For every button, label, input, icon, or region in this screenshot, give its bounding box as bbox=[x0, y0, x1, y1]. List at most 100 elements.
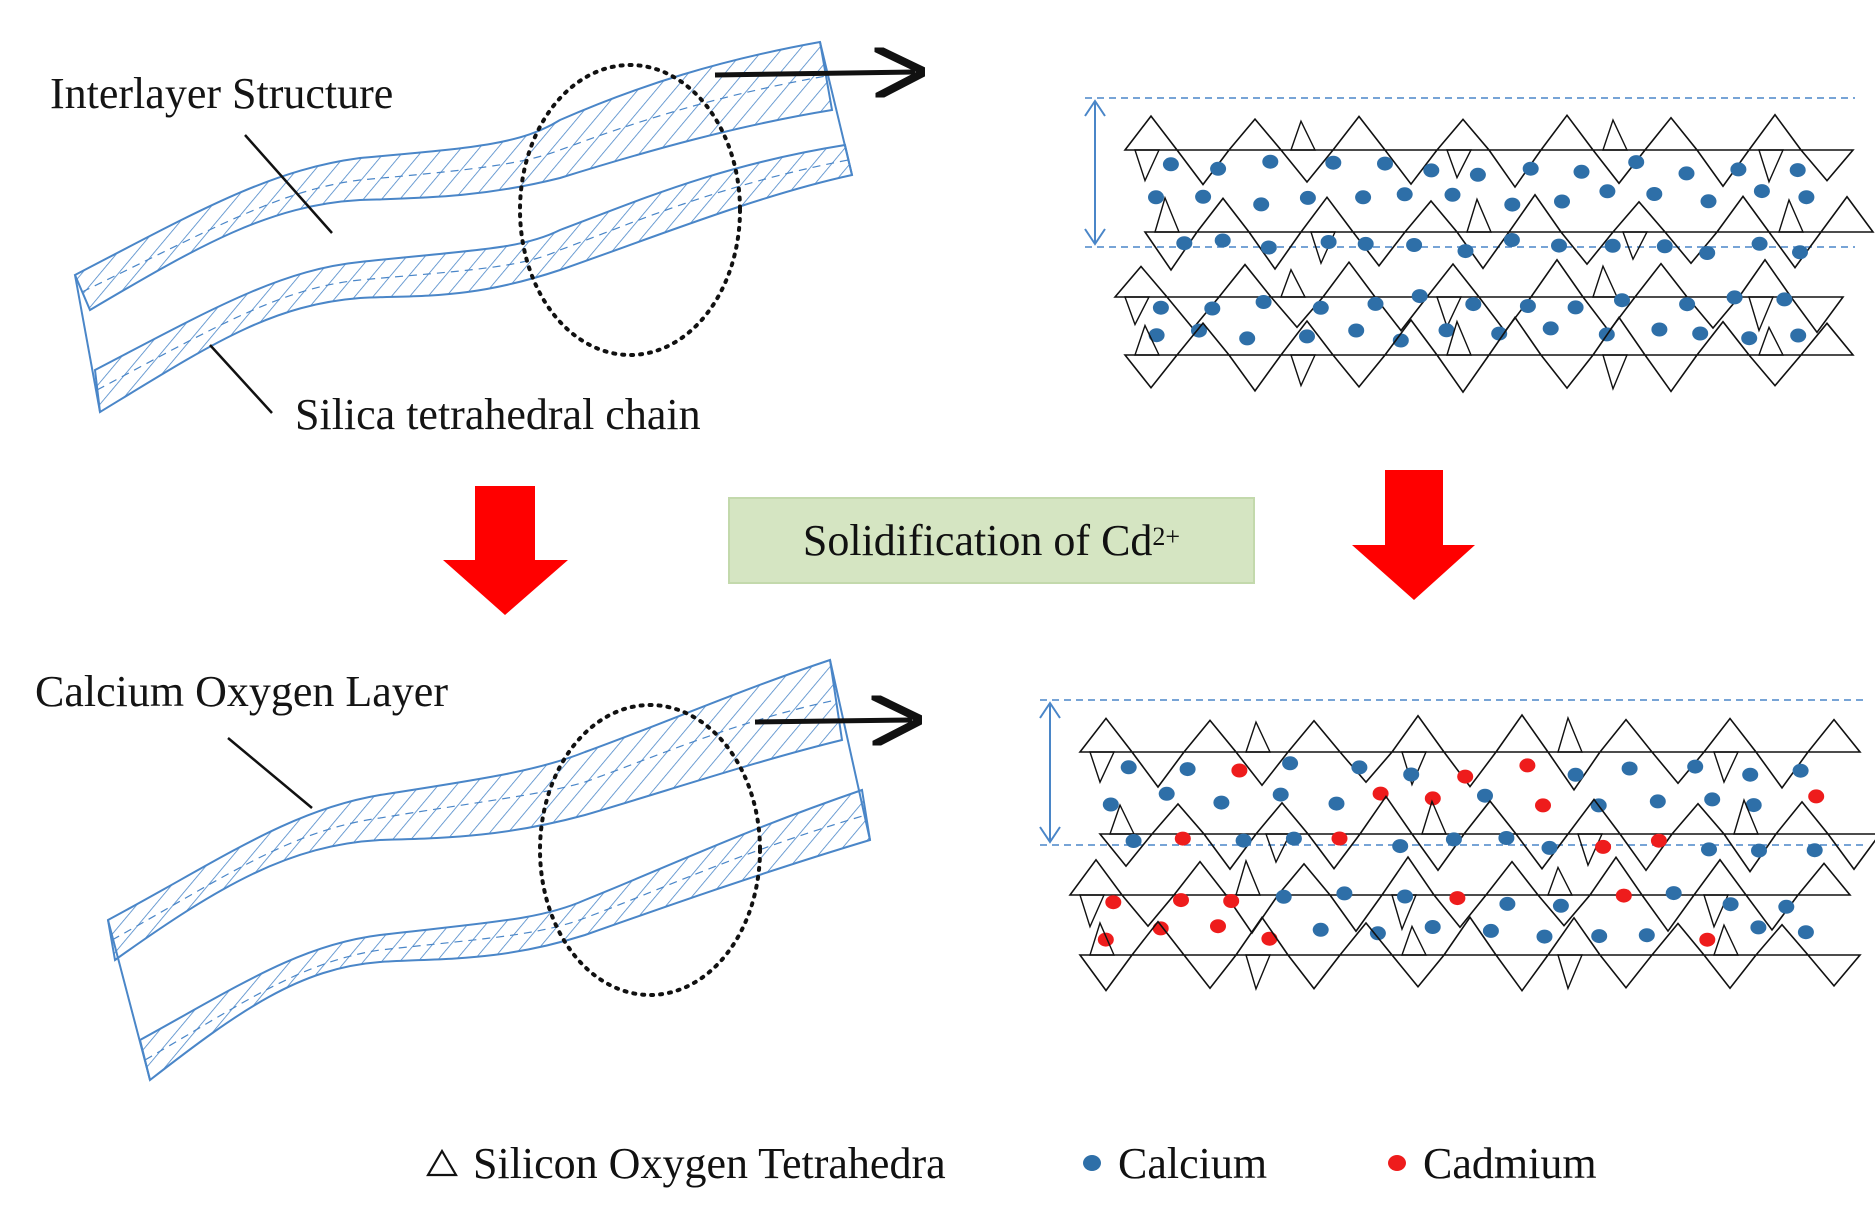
tetrahedron bbox=[1195, 197, 1251, 233]
cadmium-dot bbox=[1615, 888, 1632, 903]
tetrahedron bbox=[1380, 855, 1436, 896]
legend-silicon: Silicon Oxygen Tetrahedra bbox=[425, 1135, 946, 1191]
tetrahedron bbox=[1650, 922, 1706, 956]
tetrahedron bbox=[1722, 833, 1778, 874]
legend-cadmium-label: Cadmium bbox=[1423, 1138, 1597, 1188]
tetrahedron bbox=[1120, 894, 1176, 928]
cadmium-dot bbox=[1449, 891, 1466, 906]
solidification-text: Solidification of Cd bbox=[802, 516, 1153, 565]
calcium-dot bbox=[1482, 923, 1499, 938]
tetrahedron bbox=[1713, 923, 1740, 956]
calcium-dot bbox=[1477, 788, 1493, 803]
calcium-dot bbox=[1742, 767, 1759, 782]
zoom-arrow-top bbox=[714, 72, 915, 75]
calcium-dot bbox=[1552, 898, 1569, 913]
tetrahedron bbox=[1466, 197, 1493, 233]
calcium-dot bbox=[1665, 886, 1682, 901]
upper-band-bottom bbox=[106, 658, 844, 962]
calcium-dot bbox=[1357, 236, 1374, 251]
calcium-dot bbox=[1239, 331, 1256, 346]
tetrahedron bbox=[1487, 316, 1543, 356]
cadmium-dot bbox=[1261, 931, 1278, 946]
calcium-dot bbox=[1262, 154, 1279, 169]
calcium-dot bbox=[1253, 197, 1270, 212]
calcium-dot bbox=[1392, 333, 1409, 348]
tetrahedron bbox=[1279, 268, 1307, 298]
label-silica-tetrahedral-chain: Silica tetrahedral chain bbox=[295, 390, 701, 439]
calcium-dot bbox=[1445, 832, 1462, 847]
calcium-dot bbox=[1604, 238, 1621, 253]
calcium-dot bbox=[1299, 190, 1316, 205]
cadmium-dot bbox=[1457, 769, 1474, 784]
calcium-dot bbox=[1438, 323, 1455, 338]
tetrahedron bbox=[1328, 894, 1384, 933]
tetrahedron bbox=[1373, 296, 1429, 332]
tetrahedron bbox=[1279, 149, 1335, 184]
tetrahedron bbox=[1358, 795, 1414, 835]
cadmium-dot bbox=[1174, 831, 1191, 846]
cadmium-dot bbox=[1424, 791, 1441, 806]
tetrahedron bbox=[1290, 119, 1317, 151]
calcium-dot bbox=[1469, 167, 1486, 182]
zoom-ellipse-bottom bbox=[538, 703, 762, 997]
cadmium-dot bbox=[1210, 919, 1226, 934]
calcium-dot bbox=[1179, 762, 1196, 777]
tetrahedron bbox=[1737, 258, 1793, 298]
tetrahedron bbox=[1539, 113, 1595, 151]
calcium-dot bbox=[1797, 925, 1814, 940]
tetrahedron bbox=[1611, 200, 1667, 233]
calcium-dot bbox=[1551, 238, 1567, 253]
tetrahedron bbox=[1462, 799, 1518, 835]
red-dot-icon bbox=[1388, 1155, 1406, 1171]
tetrahedron bbox=[1778, 197, 1805, 233]
calcium-dot bbox=[1554, 194, 1570, 209]
tetrahedron bbox=[1109, 803, 1136, 835]
calcium-dot bbox=[1424, 920, 1441, 934]
calcium-dot bbox=[1678, 166, 1695, 181]
tetrahedron bbox=[1245, 720, 1272, 753]
cadmium-dot bbox=[1519, 758, 1536, 773]
calcium-dot bbox=[1195, 189, 1212, 204]
tetrahedron bbox=[1123, 114, 1179, 151]
calcium-dot bbox=[1776, 292, 1793, 307]
tetrahedron bbox=[1134, 323, 1161, 356]
calcium-dot bbox=[1444, 187, 1461, 202]
tetrahedron bbox=[1421, 799, 1448, 835]
label-interlayer-structure: Interlayer Structure bbox=[50, 69, 394, 118]
tetrahedron bbox=[1265, 833, 1292, 864]
calcium-dot bbox=[1351, 760, 1368, 775]
tetrahedron bbox=[1799, 322, 1855, 356]
cadmium-dot bbox=[1173, 893, 1189, 908]
calcium-dot bbox=[1628, 155, 1645, 170]
calcium-dot bbox=[1392, 839, 1409, 854]
tetrahedron bbox=[1401, 751, 1428, 787]
tetrahedron bbox=[1217, 263, 1273, 298]
tetrahedron bbox=[1401, 924, 1428, 956]
calcium-dot bbox=[1722, 897, 1739, 912]
calcium-dot bbox=[1285, 831, 1302, 846]
tetrahedron bbox=[1390, 954, 1446, 989]
calcium-dot bbox=[1255, 295, 1272, 309]
calcium-dot bbox=[1369, 926, 1386, 941]
tetrahedron bbox=[1286, 719, 1342, 753]
tetrahedron bbox=[1494, 954, 1550, 993]
tetrahedron bbox=[1747, 354, 1803, 387]
calcium-dot bbox=[1235, 833, 1252, 848]
calcium-dot bbox=[1312, 922, 1329, 937]
tetrahedron bbox=[1134, 149, 1161, 183]
tetrahedron bbox=[1130, 920, 1186, 956]
calcium-dot bbox=[1599, 184, 1616, 199]
tetrahedron bbox=[1806, 718, 1862, 753]
calcium-dot bbox=[1396, 187, 1413, 202]
tetrahedron bbox=[1713, 751, 1740, 784]
tetrahedron bbox=[1245, 954, 1272, 991]
tetrahedron bbox=[1789, 296, 1845, 334]
tetrahedron bbox=[1602, 354, 1629, 391]
calcium-dot bbox=[1120, 760, 1137, 775]
tetrahedron bbox=[1286, 954, 1342, 990]
tetrahedron bbox=[1202, 833, 1258, 871]
tetrahedron bbox=[1435, 354, 1491, 394]
cadmium-dot bbox=[1152, 921, 1169, 936]
calcium-dot bbox=[1806, 843, 1823, 858]
